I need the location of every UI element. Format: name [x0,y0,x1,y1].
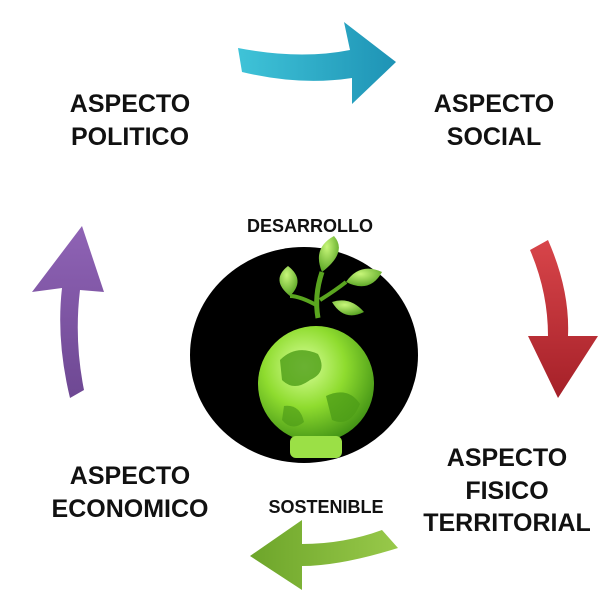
aspect-politico-label: ASPECTO POLITICO [69,90,191,151]
aspect-economico-label: ASPECTO ECONOMICO [51,462,209,523]
plant-on-globe-icon [258,236,382,458]
center-bottom-label: SOSTENIBLE [268,497,384,517]
cycle-arrow-right [528,240,598,398]
cycle-arrow-left [32,226,104,398]
aspect-social-label: ASPECTO SOCIAL [433,90,555,151]
aspect-fisico-territorial-label: ASPECTO FISICO TERRITORIAL [423,444,591,537]
cycle-arrow-top [238,22,396,104]
center-top-label: DESARROLLO [247,216,373,236]
cycle-arrow-bottom [250,520,398,590]
